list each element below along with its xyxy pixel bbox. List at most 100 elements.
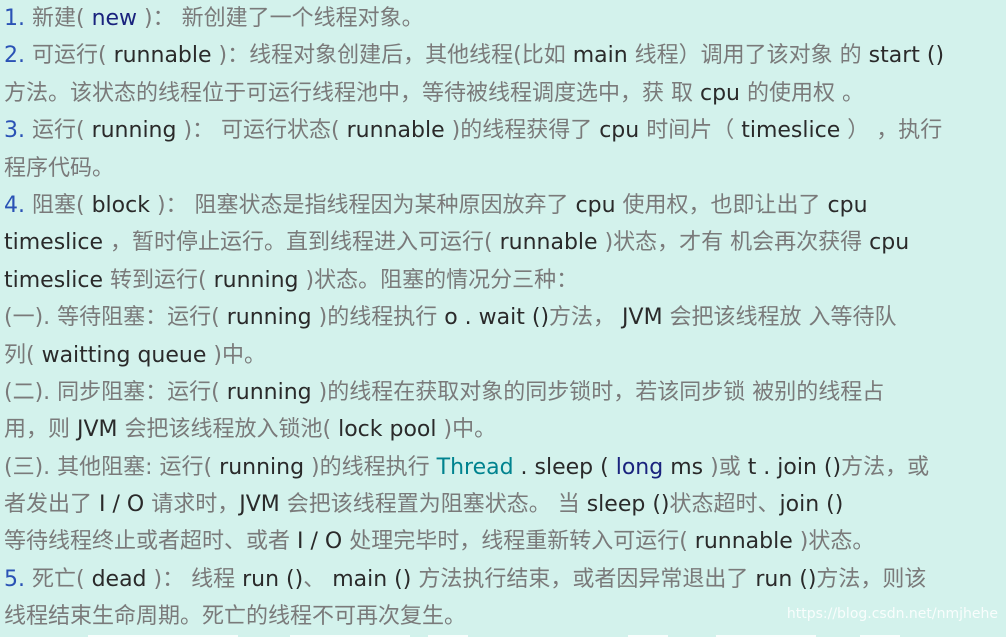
text-segment: cpu [575, 192, 616, 218]
text-segment: 转到运行( [103, 267, 207, 293]
text-segment: 死亡( [25, 566, 85, 592]
text-segment: runnable [106, 43, 219, 69]
text-segment: o . wait () [444, 305, 550, 331]
text-line: 1. 新建( new )： 新创建了一个线程对象。 [4, 0, 1004, 37]
bottom-decoration [0, 634, 1006, 637]
text-segment: 方法，则该 [816, 566, 927, 592]
text-line: 列( waitting queue )中。 [4, 337, 1004, 374]
document-body: 1. 新建( new )： 新创建了一个线程对象。2. 可运行( runnabl… [4, 0, 1004, 636]
text-segment: running [206, 267, 306, 293]
text-segment: )： 线程 [153, 566, 243, 592]
text-line: 用，则 JVM 会把该线程放入锁池( lock pool )中。 [4, 411, 1004, 448]
text-segment: runnable [492, 230, 605, 256]
text-line: 方法。该状态的线程位于可运行线程池中，等待被线程调度选中，获 取 cpu 的使用… [4, 75, 1004, 112]
text-segment: 状态超时、 [669, 492, 780, 518]
text-segment: JVM [622, 305, 663, 331]
text-segment: running [84, 118, 184, 144]
text-segment: long [615, 454, 664, 480]
text-segment: )状态。 [799, 529, 875, 555]
text-segment: (二). 同步阻塞：运行( [4, 379, 220, 405]
text-segment: timeslice [4, 230, 104, 256]
text-segment: )或 [710, 454, 748, 480]
text-segment: lock pool [331, 417, 444, 443]
text-segment: 方法，或 [841, 454, 930, 480]
text-segment: ms [663, 454, 711, 480]
text-segment: 会把该线程放 入等待队 [662, 305, 897, 331]
text-segment: 5. [4, 566, 25, 592]
text-segment: 处理完毕时，线程重新转入可运行( [342, 529, 688, 555]
text-segment: ，暂时停止运行。直到线程进入可运行( [103, 230, 493, 256]
text-segment: (三). 其他阻塞: 运行( [4, 454, 213, 480]
text-segment: main () [332, 566, 412, 592]
text-line: 程序代码。 [4, 150, 1004, 187]
text-segment: Thread [436, 454, 514, 480]
text-segment: 使用权，也即让出了 [615, 192, 828, 218]
text-segment: cpu [700, 80, 741, 106]
text-segment: 线程结束生命周期。死亡的线程不可再次复生。 [4, 604, 467, 630]
text-segment: I / O [297, 529, 343, 555]
text-line: 者发出了 I / O 请求时，JVM 会把该线程置为阻塞状态。 当 sleep … [4, 486, 1004, 523]
text-segment: 等待线程终止或者超时、或者 [4, 529, 297, 555]
text-segment: waitting queue [34, 342, 214, 368]
text-segment: 方法， [549, 305, 623, 331]
text-segment: 2. [4, 43, 25, 69]
text-segment: runnable [339, 118, 452, 144]
text-line: (二). 同步阻塞：运行( running )的线程在获取对象的同步锁时，若该同… [4, 374, 1004, 411]
text-segment: ） ，执行 [840, 118, 943, 144]
text-segment: cpu [827, 192, 868, 218]
text-segment: 、 [303, 566, 333, 592]
text-segment: JVM [239, 492, 280, 518]
text-segment: JVM [77, 417, 118, 443]
text-segment: )的线程执行 [318, 305, 445, 331]
text-segment: )的线程执行 [311, 454, 437, 480]
text-segment: )： 阻塞状态是指线程因为某种原因放弃了 [156, 192, 576, 218]
text-segment: )的线程获得了 [451, 118, 600, 144]
text-segment: 1. [4, 6, 25, 31]
text-segment: running [212, 454, 312, 480]
text-line: 4. 阻塞( block )： 阻塞状态是指线程因为某种原因放弃了 cpu 使用… [4, 187, 1004, 224]
text-segment: )： 可运行状态( [183, 118, 340, 144]
text-segment: )的线程在获取对象的同步锁时，若该同步锁 被别的线程占 [318, 379, 885, 405]
text-segment: I / O [99, 492, 145, 518]
watermark: https://blog.csdn.net/nmjhehe [786, 606, 998, 622]
text-segment: sleep () [586, 492, 670, 518]
text-segment: 线程）调用了该对象 的 [627, 43, 869, 69]
text-segment: 阻塞( [25, 192, 85, 218]
text-segment: )状态。阻塞的情况分三种： [305, 267, 579, 293]
text-segment: join () [779, 492, 844, 518]
text-line: (三). 其他阻塞: 运行( running )的线程执行 Thread . s… [4, 449, 1004, 486]
text-segment: (一). 等待阻塞：运行( [4, 305, 220, 331]
text-line: 2. 可运行( runnable )：线程对象创建后，其他线程(比如 main … [4, 37, 1004, 74]
text-line: timeslice ，暂时停止运行。直到线程进入可运行( runnable )状… [4, 224, 1004, 261]
text-segment: 程序代码。 [4, 155, 115, 181]
text-segment: )： 新创建了一个线程对象。 [144, 6, 424, 31]
text-segment: cpu [599, 118, 640, 144]
text-segment: main [572, 43, 628, 69]
text-segment: 4. [4, 192, 25, 218]
text-segment: 3. [4, 118, 25, 144]
text-segment: timeslice [4, 267, 104, 293]
text-segment: runnable [687, 529, 800, 555]
text-segment: )中。 [213, 342, 266, 368]
text-segment: cpu [869, 230, 910, 256]
text-segment: 运行( [25, 118, 85, 144]
text-segment: run () [755, 566, 817, 592]
text-line: (一). 等待阻塞：运行( running )的线程执行 o . wait ()… [4, 299, 1004, 336]
text-segment: dead [84, 566, 154, 592]
text-line: 5. 死亡( dead )： 线程 run () 、 main () 方法执行结束… [4, 561, 1004, 598]
text-segment: 请求时， [144, 492, 240, 518]
text-segment: 的使用权 。 [740, 80, 865, 106]
text-segment: )：线程对象创建后，其他线程(比如 [218, 43, 573, 69]
text-segment: )状态，才有 机会再次获得 [604, 230, 870, 256]
text-segment: running [219, 379, 319, 405]
text-segment: 列( [4, 342, 35, 368]
text-segment: new [84, 6, 145, 31]
text-segment: start () [868, 43, 945, 69]
text-segment: 会把该线程放入锁池( [117, 417, 332, 443]
text-segment: timeslice [741, 118, 841, 144]
text-segment: 可运行( [25, 43, 107, 69]
text-segment: 方法执行结束，或者因异常退出了 [411, 566, 756, 592]
text-segment: 新建( [25, 6, 85, 31]
text-line: 等待线程终止或者超时、或者 I / O 处理完毕时，线程重新转入可运行( run… [4, 523, 1004, 560]
text-line: 3. 运行( running )： 可运行状态( runnable )的线程获得… [4, 112, 1004, 149]
